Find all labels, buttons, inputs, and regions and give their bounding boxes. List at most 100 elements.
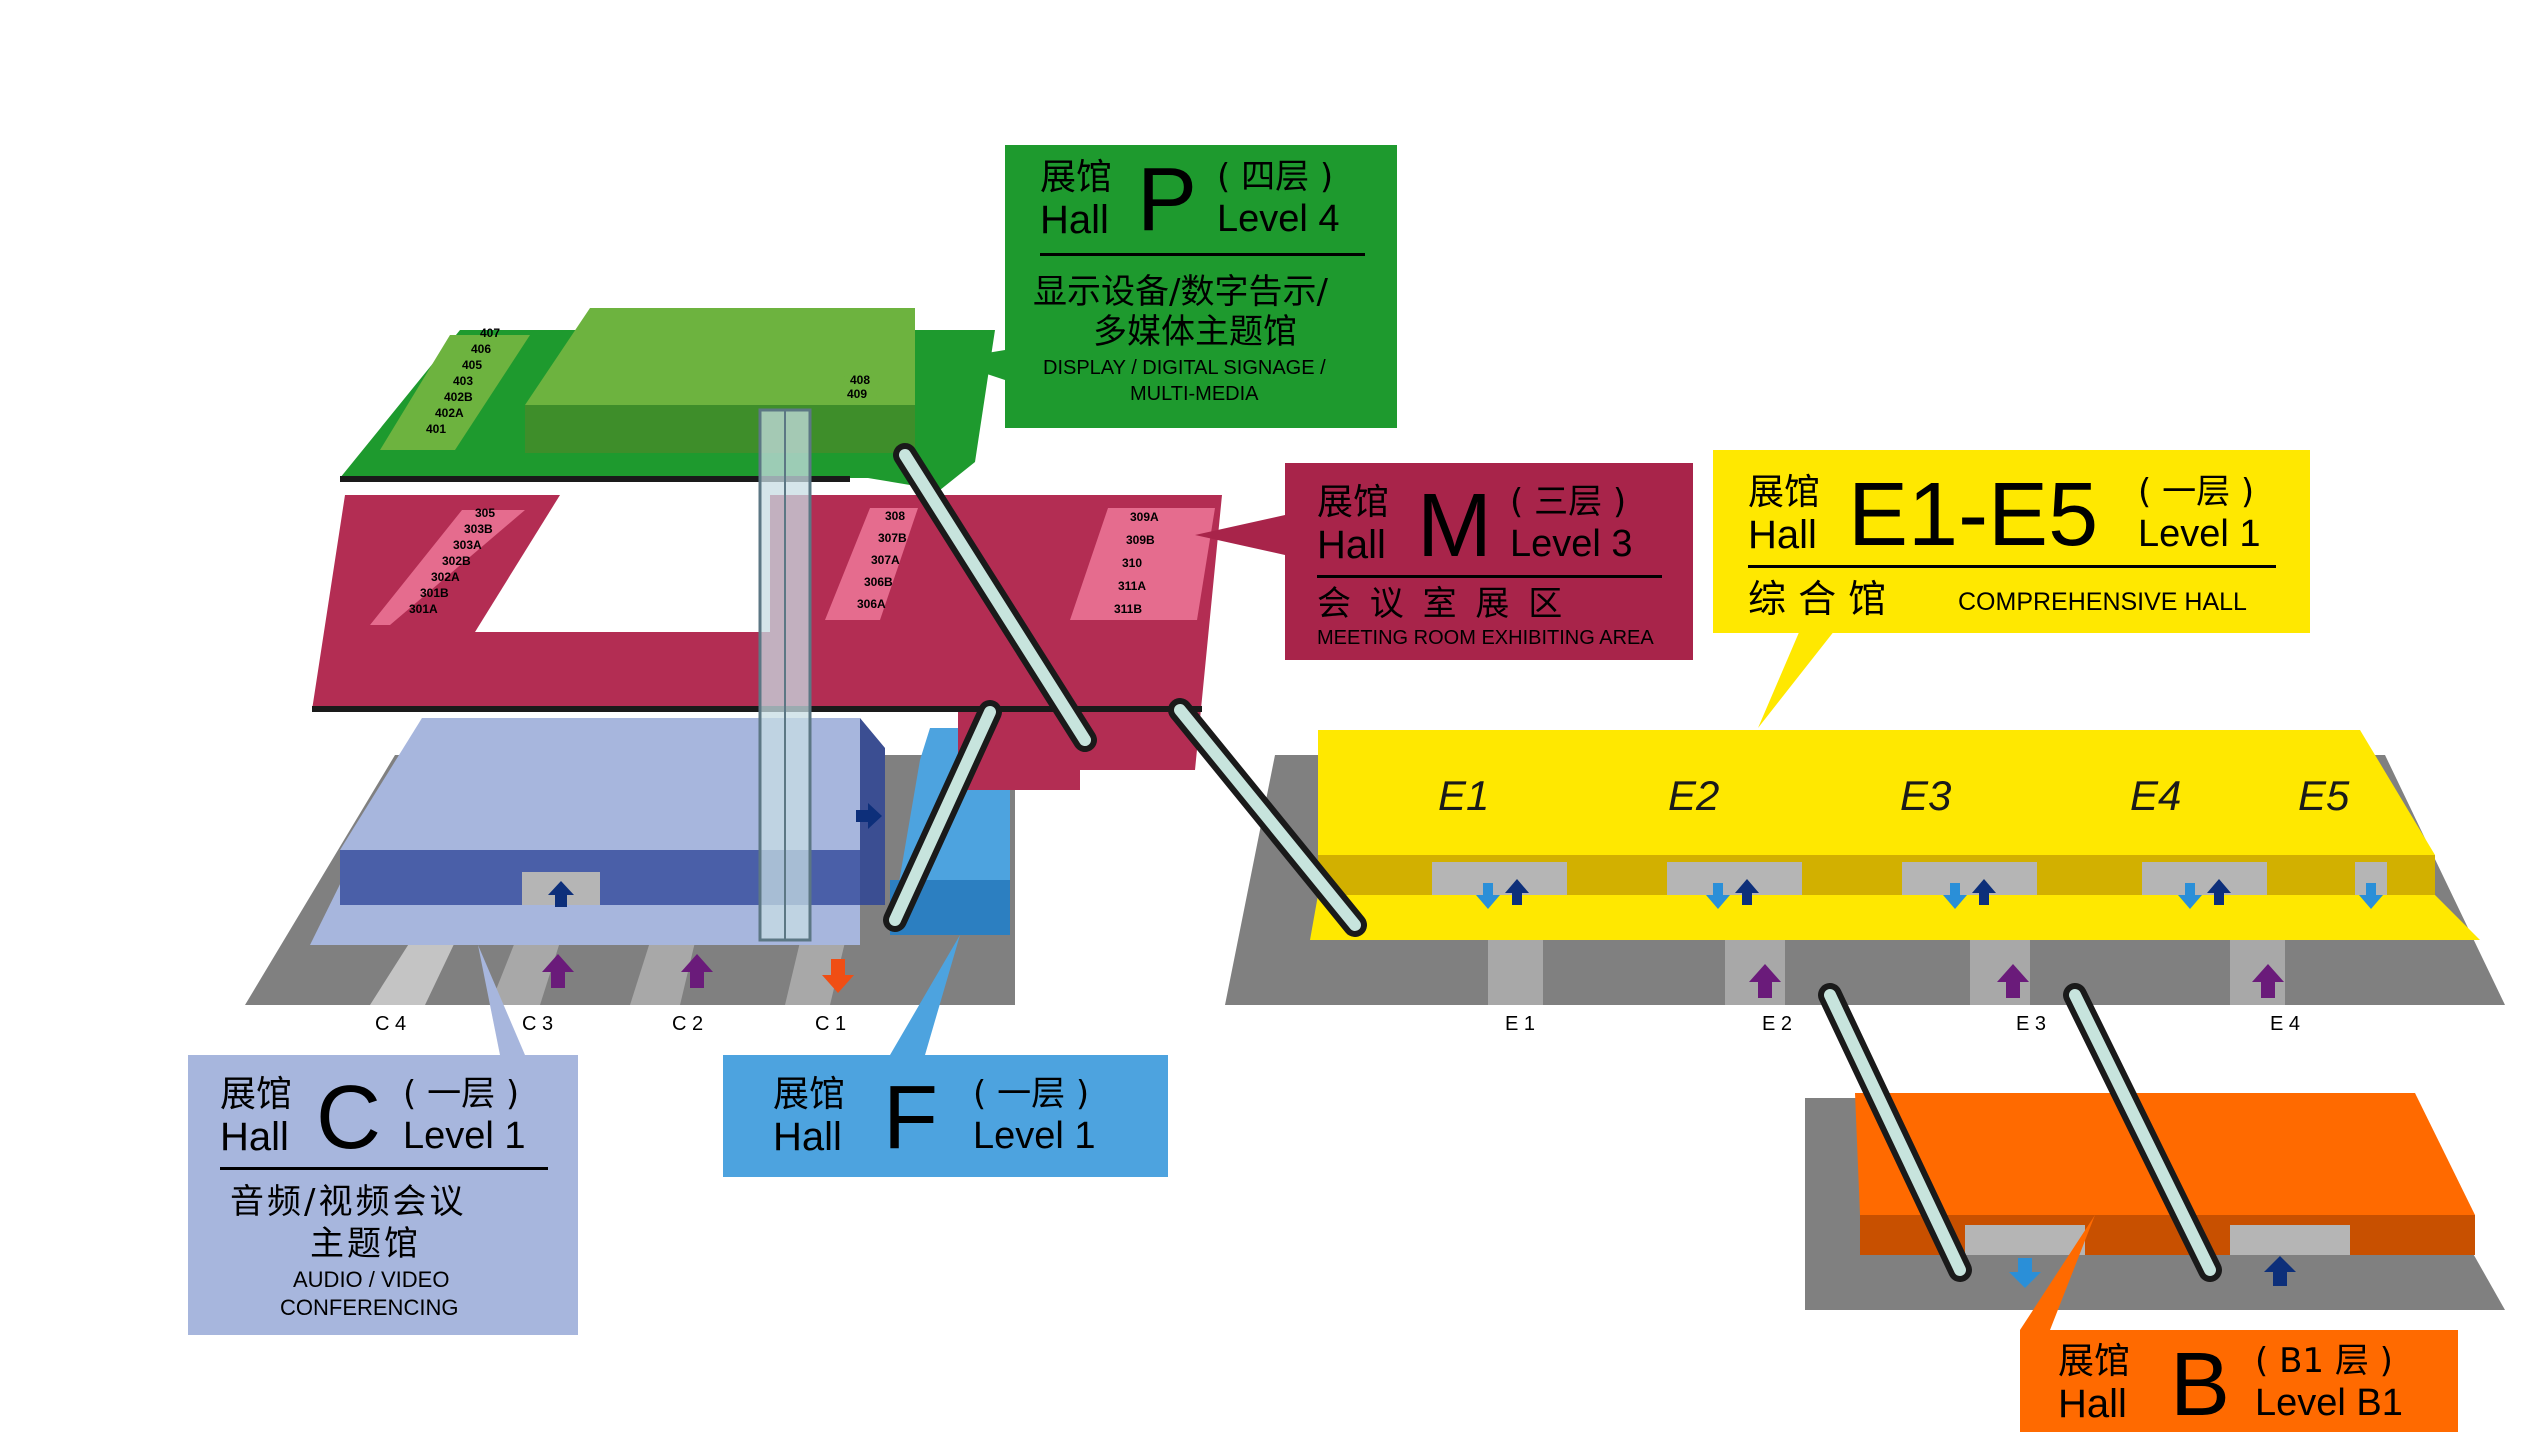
hall-m-en: Hall <box>1317 523 1386 567</box>
hall-c-callout: 展馆 Hall C ( 一层 ) Level 1 音频/视频会议 主题馆 AUD… <box>188 1055 578 1335</box>
entrance-lane-e2 <box>1725 935 1785 1005</box>
hall-e-zh: 展馆 <box>1748 472 1821 513</box>
hall-p-letter: P <box>1137 150 1198 250</box>
level3-rooms-left <box>370 510 525 625</box>
hall-p-theme-en-2: MULTI-MEDIA <box>1130 383 1259 405</box>
entrance-label-c1: C 1 <box>815 1013 846 1035</box>
callout-pointer-b <box>2020 1215 2095 1330</box>
arrow-right-navy-f <box>856 803 882 829</box>
hall-f-zh: 展馆 <box>773 1074 846 1115</box>
level4-block-front <box>525 405 915 453</box>
arrow-down-bay-e5 <box>2359 883 2383 909</box>
arrow-up-purple-c2 <box>681 954 713 988</box>
section-label-e4: E4 <box>2130 772 2181 819</box>
hall-e-theme-zh: 综 合 馆 <box>1748 577 1887 621</box>
level4-rooms-right <box>840 375 880 402</box>
room-label: 401 <box>426 422 446 436</box>
entrance-label-c3: C 3 <box>522 1013 553 1035</box>
arrow-up-navy-b <box>2264 1256 2296 1286</box>
escalator-l4-l3 <box>893 443 1097 752</box>
room-label: 405 <box>462 358 482 372</box>
hall-f-level-en: Level 1 <box>973 1115 1096 1157</box>
arrows-bay-e4 <box>2178 879 2231 909</box>
hall-c-level-zh: ( 一层 ) <box>403 1074 520 1114</box>
entrance-lane-c3 <box>490 942 560 1005</box>
escalator-e-b-2 <box>2063 983 2222 1282</box>
hall-p-level-zh: ( 四层 ) <box>1217 157 1334 197</box>
level4-edge <box>340 476 850 482</box>
section-label-e1: E1 <box>1438 772 1489 819</box>
hall-c-zh: 展馆 <box>220 1074 293 1115</box>
hall-b-level-en: Level B1 <box>2255 1382 2403 1424</box>
hall-m-theme-zh: 会 议 室 展 区 <box>1317 584 1567 624</box>
callout-pointer-c <box>478 945 525 1055</box>
hall-b-en: Hall <box>2058 1382 2127 1426</box>
room-label: 402A <box>435 406 464 420</box>
hall-b-bay-1 <box>1965 1225 2085 1255</box>
section-label-e3: E3 <box>1900 772 1951 819</box>
hall-c-divider <box>220 1167 548 1170</box>
level3-edge <box>312 706 1202 712</box>
callout-pointer-p <box>945 350 1005 380</box>
hall-c-theme-zh-2: 主题馆 <box>310 1224 421 1264</box>
room-label: 307A <box>871 553 900 567</box>
entrance-label-c2: C 2 <box>672 1013 703 1035</box>
entrance-label-e4: E 4 <box>2270 1013 2300 1035</box>
hall-p-theme-zh-2: 多媒体主题馆 <box>1093 312 1297 352</box>
arrows-bay-e1 <box>1476 879 1529 909</box>
room-label: 406 <box>471 342 491 356</box>
hall-m-divider <box>1317 575 1662 578</box>
arrows-bay-e3 <box>1943 879 1996 909</box>
hall-c-letter: C <box>316 1068 381 1168</box>
level3-void <box>475 495 770 632</box>
hall-e-top <box>1318 730 2435 855</box>
hall-m-zh: 展馆 <box>1317 482 1390 523</box>
section-label-e2: E2 <box>1668 772 1719 819</box>
room-label: 303A <box>453 538 482 552</box>
hall-b-zh: 展馆 <box>2058 1341 2131 1382</box>
entrance-label-e2: E 2 <box>1762 1013 1792 1035</box>
room-label: 307B <box>878 531 907 545</box>
level3-rooms-mid <box>825 508 918 620</box>
hall-p-divider <box>1040 253 1365 256</box>
entrance-lane-c4 <box>370 942 455 1005</box>
arrows-bay-e2 <box>1706 879 1759 909</box>
hall-e-level-zh: ( 一层 ) <box>2138 472 2255 512</box>
room-label: 402B <box>444 390 473 404</box>
hall-c-level-en: Level 1 <box>403 1115 526 1157</box>
room-label: 306B <box>864 575 893 589</box>
level4-block-top <box>525 308 915 405</box>
arrow-up-purple-e4 <box>2252 964 2284 998</box>
entrance-lane-e3 <box>1970 935 2030 1005</box>
entrance-label-c4: C 4 <box>375 1013 406 1035</box>
hall-e-lower <box>1310 895 2480 940</box>
level4-rooms-left <box>380 335 530 450</box>
hall-e-callout: 展馆 Hall E1-E5 ( 一层 ) Level 1 综 合 馆 COMPR… <box>1713 450 2310 633</box>
hall-f-level-zh: ( 一层 ) <box>973 1074 1090 1114</box>
escalator-l3-e <box>1168 698 1367 937</box>
room-label: 303B <box>464 522 493 536</box>
hall-c-theme-zh-1: 音频/视频会议 <box>230 1182 467 1222</box>
hall-p-en: Hall <box>1040 198 1109 242</box>
room-label: 302B <box>442 554 471 568</box>
hall-m-level-zh: ( 三层 ) <box>1510 482 1627 522</box>
room-label: 309B <box>1126 533 1155 547</box>
section-label-e5: E5 <box>2298 772 2350 819</box>
hall-b-bay-2 <box>2230 1225 2350 1255</box>
level3-rooms-right <box>1070 508 1215 620</box>
room-label: 309A <box>1130 510 1159 524</box>
room-label: 311B <box>1114 602 1142 616</box>
escalator-e-b-1 <box>1818 983 1972 1282</box>
room-label: 311A <box>1118 579 1146 593</box>
room-label: 305 <box>475 506 495 520</box>
hall-p-callout: 展馆 Hall P ( 四层 ) Level 4 显示设备/数字告示/ 多媒体主… <box>1005 145 1397 428</box>
hall-c-en: Hall <box>220 1115 289 1159</box>
arrow-up-purple-e2 <box>1749 964 1781 998</box>
room-label: 306A <box>857 597 886 611</box>
hall-p-zh: 展馆 <box>1040 157 1113 198</box>
hall-m-letter: M <box>1417 476 1492 576</box>
callout-pointer-f <box>890 935 960 1055</box>
